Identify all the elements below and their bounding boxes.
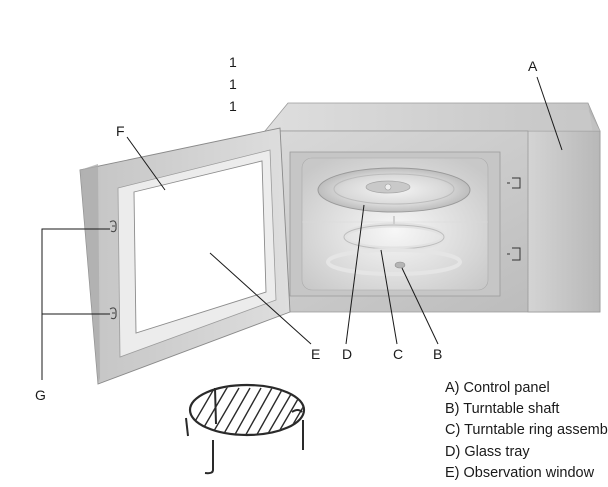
callout-b: B [433, 346, 442, 362]
callout-d: D [342, 346, 352, 362]
legend-item-a: A) Control panel [445, 378, 608, 399]
callout-a: A [528, 58, 537, 74]
legend-item-e: E) Observation window [445, 463, 608, 484]
page-number-2: 1 [229, 76, 237, 92]
callout-g: G [35, 387, 46, 403]
glass-tray [318, 168, 470, 212]
control-panel [528, 110, 600, 312]
callout-c: C [393, 346, 403, 362]
parts-legend: A) Control panel B) Turntable shaft C) T… [445, 378, 608, 484]
page-number-1: 1 [229, 54, 237, 70]
page-number-3: 1 [229, 98, 237, 114]
cooking-rack [178, 380, 316, 473]
open-door [80, 128, 290, 384]
legend-item-b: B) Turntable shaft [445, 399, 608, 420]
callout-f: F [116, 123, 125, 139]
callout-e: E [311, 346, 320, 362]
legend-item-d: D) Glass tray [445, 442, 608, 463]
legend-item-c: C) Turntable ring assembly [445, 420, 608, 441]
